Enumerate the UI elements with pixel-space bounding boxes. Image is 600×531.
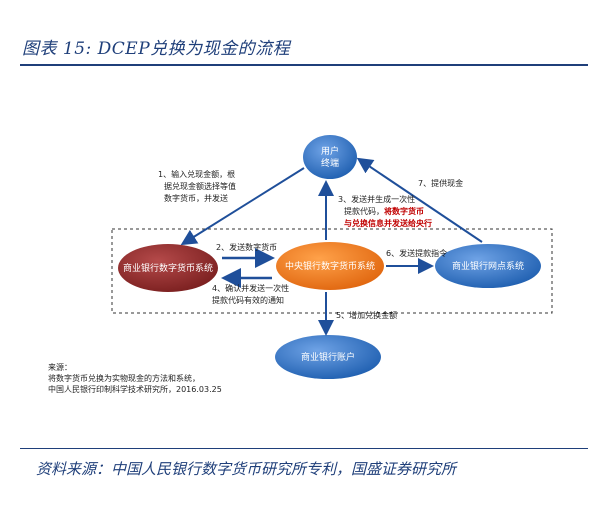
step-3-line-1: 3、发送并生成一次性	[338, 194, 415, 204]
step-3-red-1: 将数字货币	[384, 206, 424, 216]
commercial-bank-system-node	[118, 244, 218, 292]
user-terminal-node	[303, 135, 357, 179]
title-rule	[20, 64, 588, 66]
step-7-label: 7、提供现金	[418, 178, 463, 188]
branch-system-label: 商业银行网点系统	[452, 260, 524, 272]
central-bank-system-label: 中央银行数字货币系统	[285, 260, 375, 272]
figure-title: 图表 15: DCEP兑换为现金的流程	[22, 39, 291, 59]
note-line-1: 将数字货币兑换为实物现金的方法和系统，	[48, 374, 200, 383]
step-3-red-2: 与兑换信息并发送给央行	[344, 218, 432, 228]
step-3-line-2: 提款代码，将数字货币	[344, 206, 424, 216]
step-4-line-2: 提款代码有效的通知	[212, 295, 284, 305]
central-bank-system-node	[276, 242, 384, 290]
step-5-label: 5、增加兑换金额	[336, 310, 397, 320]
commercial-bank-system-label: 商业银行数字货币系统	[123, 262, 213, 274]
user-terminal-label-1: 用户	[321, 145, 339, 157]
step-2-label: 2、发送数字货币	[216, 242, 277, 252]
step-3-line-2-text: 提款代码，	[344, 206, 384, 216]
step-6-label: 6、发送提款指令	[386, 248, 447, 258]
step-1-line-1: 1、输入兑现金额，根	[158, 169, 235, 179]
step-1-line-2: 据兑现金额选择等值	[164, 181, 236, 191]
commercial-bank-account-node	[275, 335, 381, 379]
note-line-2: 中国人民银行印制科学技术研究所，2016.03.25	[48, 385, 222, 394]
step-4-line-1: 4、确认并发送一次性	[212, 283, 289, 293]
source-text: 资料来源：中国人民银行数字货币研究所专利，国盛证券研究所	[36, 460, 457, 478]
arrow-step-1	[180, 167, 305, 246]
arrow-step-7	[356, 157, 483, 243]
step-1-line-3: 数字货币，并发送	[164, 193, 228, 203]
branch-system-node	[435, 244, 541, 288]
note-label: 来源：	[48, 363, 72, 372]
user-terminal-label-2: 终端	[321, 157, 339, 169]
commercial-bank-account-label: 商业银行账户	[301, 351, 355, 363]
source-rule	[20, 448, 588, 449]
system-boundary	[111, 228, 553, 314]
